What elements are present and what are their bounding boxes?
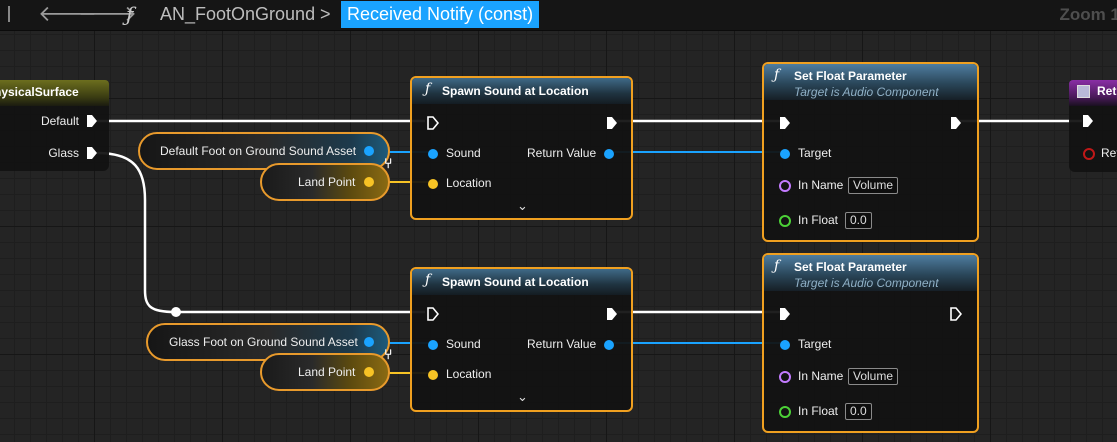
exec-input-pin[interactable] bbox=[779, 307, 791, 321]
pin-label-return-value: Return Value bbox=[527, 337, 597, 351]
function-icon: ƒ bbox=[425, 81, 431, 97]
pin-label-glass: Glass bbox=[48, 146, 79, 160]
variable-label: Land Point bbox=[298, 175, 356, 189]
graph-toolbar: 🡐 🡒 ƒ AN_FootOnGround > Received Notify … bbox=[0, 0, 1117, 31]
vector-output-pin[interactable] bbox=[364, 177, 374, 187]
exec-output-pin[interactable] bbox=[606, 307, 618, 321]
pin-label-sound: Sound bbox=[446, 337, 481, 351]
exec-output-pin[interactable] bbox=[606, 116, 618, 130]
node-title: Spawn Sound at Location bbox=[442, 84, 589, 98]
object-output-pin[interactable] bbox=[364, 146, 374, 156]
node-title: Spawn Sound at Location bbox=[442, 275, 589, 289]
spawn-sound-node-1[interactable]: ƒ Spawn Sound at Location Sound Return V… bbox=[410, 76, 633, 220]
exec-pin-default[interactable] bbox=[86, 114, 98, 128]
partial-dropdown-icon[interactable] bbox=[0, 6, 10, 22]
variable-label: Land Point bbox=[298, 365, 356, 379]
node-header bbox=[764, 64, 977, 100]
function-icon: ƒ bbox=[774, 258, 780, 274]
in-float-input-pin[interactable] bbox=[779, 406, 791, 418]
node-title: Set Float Parameter bbox=[794, 260, 907, 274]
node-title: PhysicalSurface bbox=[0, 85, 79, 99]
node-subtitle: Target is Audio Component bbox=[794, 85, 939, 99]
land-point-variable-2[interactable]: Land Point bbox=[260, 353, 390, 391]
zoom-level: Zoom 1:1 bbox=[1059, 5, 1117, 24]
breadcrumb-function[interactable]: Received Notify (const) bbox=[341, 1, 540, 28]
pin-label-return-value: Return Value bbox=[527, 146, 597, 160]
node-title: Set Float Parameter bbox=[794, 69, 907, 83]
set-float-parameter-node-2[interactable]: ƒ Set Float Parameter Target is Audio Co… bbox=[762, 253, 979, 433]
return-value-output-pin[interactable] bbox=[604, 340, 614, 350]
back-arrow-icon[interactable]: 🡐 bbox=[38, 1, 97, 26]
return-value-input-pin[interactable] bbox=[1083, 148, 1095, 160]
return-node[interactable]: Return Node Return Value bbox=[1069, 80, 1117, 172]
node-subtitle: Target is Audio Component bbox=[794, 276, 939, 290]
exec-input-pin[interactable] bbox=[427, 307, 439, 321]
node-header bbox=[764, 255, 977, 291]
switch-physical-surface-node[interactable]: PhysicalSurface Default Glass bbox=[0, 80, 109, 171]
node-header bbox=[0, 80, 109, 106]
pin-label-return-value: Return Value bbox=[1101, 146, 1117, 160]
pin-label-in-name: In Name bbox=[798, 178, 844, 192]
function-icon: ƒ bbox=[425, 272, 431, 288]
sound-input-pin[interactable] bbox=[428, 149, 438, 159]
variable-label: Glass Foot on Ground Sound Asset bbox=[169, 335, 358, 349]
expand-chevron-icon[interactable]: ⌄ bbox=[517, 389, 528, 404]
location-input-pin[interactable] bbox=[428, 370, 438, 380]
breadcrumb-graph[interactable]: AN_FootOnGround bbox=[160, 4, 316, 24]
exec-pin-glass[interactable] bbox=[86, 146, 98, 160]
exec-output-pin[interactable] bbox=[950, 307, 962, 321]
pin-label-sound: Sound bbox=[446, 146, 481, 160]
in-name-field[interactable]: Volume bbox=[848, 368, 899, 385]
in-float-field[interactable]: 0.0 bbox=[845, 403, 872, 420]
exec-input-pin[interactable] bbox=[1082, 114, 1094, 128]
in-name-input-pin[interactable] bbox=[779, 371, 791, 383]
node-header bbox=[412, 78, 631, 104]
wire-knot-icon: ⑂ bbox=[384, 346, 393, 362]
pin-label-in-name: In Name bbox=[798, 369, 844, 383]
exec-input-pin[interactable] bbox=[427, 116, 439, 130]
pin-label-default: Default bbox=[40, 114, 79, 128]
expand-chevron-icon[interactable]: ⌄ bbox=[517, 198, 528, 213]
pin-label-target: Target bbox=[798, 337, 832, 351]
pin-label-in-float: In Float bbox=[798, 404, 839, 418]
object-output-pin[interactable] bbox=[364, 337, 374, 347]
land-point-variable-1[interactable]: Land Point bbox=[260, 163, 390, 201]
variable-label: Default Foot on Ground Sound Asset bbox=[160, 144, 357, 158]
pin-label-location: Location bbox=[446, 367, 492, 381]
target-input-pin[interactable] bbox=[780, 340, 790, 350]
in-float-input-pin[interactable] bbox=[779, 215, 791, 227]
wire-knot-icon: ⑂ bbox=[384, 155, 393, 171]
forward-arrow-icon[interactable]: 🡒 bbox=[78, 1, 137, 26]
sound-input-pin[interactable] bbox=[428, 340, 438, 350]
return-node-icon bbox=[1077, 85, 1090, 98]
function-icon: ƒ bbox=[774, 67, 780, 83]
target-input-pin[interactable] bbox=[780, 149, 790, 159]
in-name-field[interactable]: Volume bbox=[848, 177, 899, 194]
in-float-field[interactable]: 0.0 bbox=[845, 212, 872, 229]
pin-label-location: Location bbox=[446, 176, 492, 190]
vector-output-pin[interactable] bbox=[364, 367, 374, 377]
node-header bbox=[412, 269, 631, 295]
location-input-pin[interactable] bbox=[428, 179, 438, 189]
node-title: Return Node bbox=[1097, 84, 1117, 98]
pin-label-in-float: In Float bbox=[798, 213, 839, 227]
exec-input-pin[interactable] bbox=[779, 116, 791, 130]
breadcrumb-separator: > bbox=[320, 4, 331, 24]
function-icon: ƒ bbox=[126, 2, 134, 26]
in-name-input-pin[interactable] bbox=[779, 180, 791, 192]
set-float-parameter-node-1[interactable]: ƒ Set Float Parameter Target is Audio Co… bbox=[762, 62, 979, 242]
return-value-output-pin[interactable] bbox=[604, 149, 614, 159]
spawn-sound-node-2[interactable]: ƒ Spawn Sound at Location Sound Return V… bbox=[410, 267, 633, 412]
pin-label-target: Target bbox=[798, 146, 832, 160]
exec-output-pin[interactable] bbox=[950, 116, 962, 130]
